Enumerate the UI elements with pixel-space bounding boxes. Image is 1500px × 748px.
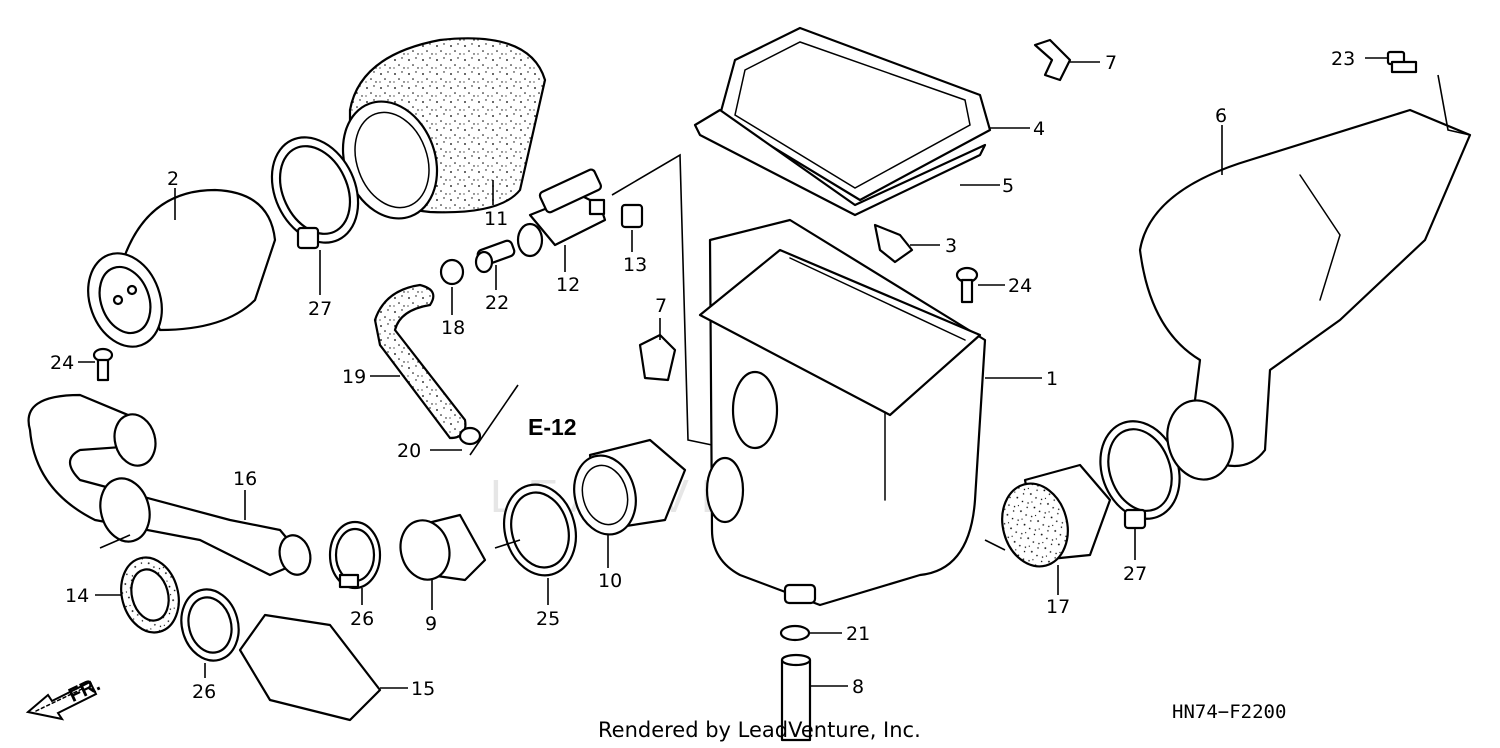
part-15-cover[interactable] <box>238 613 382 722</box>
part-7-clip-top[interactable] <box>1033 38 1072 82</box>
callout-labels: 1 2 3 4 5 6 7 7 8 9 10 11 12 13 14 15 16… <box>50 48 1355 703</box>
part-27-clamp-right[interactable] <box>1087 410 1193 530</box>
part-13-block[interactable] <box>620 203 644 229</box>
callout-24-right[interactable]: 24 <box>1008 275 1032 297</box>
part-25-band[interactable] <box>494 477 585 584</box>
part-23-bolt[interactable] <box>1386 50 1418 74</box>
diagram-code: HN74−F2200 <box>1172 701 1286 723</box>
part-14-joint[interactable] <box>113 551 187 639</box>
part-20-clip[interactable] <box>458 426 482 446</box>
callout-21[interactable]: 21 <box>846 623 870 645</box>
part-26-clamp-lower[interactable] <box>174 583 247 667</box>
callout-26-lower[interactable]: 26 <box>192 681 216 703</box>
part-9-joint[interactable] <box>394 513 487 585</box>
part-7-clip-mid[interactable] <box>638 333 677 382</box>
callout-24-left[interactable]: 24 <box>50 352 74 374</box>
part-10-joint[interactable] <box>566 438 687 541</box>
callout-12[interactable]: 12 <box>556 274 580 296</box>
callout-14[interactable]: 14 <box>65 585 89 607</box>
part-6-intake-duct[interactable] <box>1138 108 1472 468</box>
callout-1[interactable]: 1 <box>1046 368 1058 390</box>
duct-outlet-ring <box>1166 399 1234 481</box>
reference-label[interactable]: E-12 <box>528 414 577 440</box>
part-12-breather-valve[interactable] <box>516 168 607 258</box>
callout-7-mid[interactable]: 7 <box>655 295 667 317</box>
front-direction-arrow: FR. <box>25 673 104 721</box>
callout-19[interactable]: 19 <box>342 366 366 388</box>
callout-11[interactable]: 11 <box>484 208 508 230</box>
callout-8[interactable]: 8 <box>852 676 864 698</box>
callout-27-left[interactable]: 27 <box>308 298 332 320</box>
callout-5[interactable]: 5 <box>1002 175 1014 197</box>
callout-18[interactable]: 18 <box>441 317 465 339</box>
callout-6[interactable]: 6 <box>1215 105 1227 127</box>
callout-22[interactable]: 22 <box>485 292 509 314</box>
callout-15[interactable]: 15 <box>411 678 435 700</box>
callout-9[interactable]: 9 <box>425 613 437 635</box>
callout-10[interactable]: 10 <box>598 570 622 592</box>
callout-25[interactable]: 25 <box>536 608 560 630</box>
part-2-filter-cage[interactable] <box>76 188 277 357</box>
part-24-clip-left[interactable] <box>92 347 114 382</box>
part-26-clamp-mid[interactable] <box>328 520 382 590</box>
leader-lines <box>78 57 1471 689</box>
callout-13[interactable]: 13 <box>623 254 647 276</box>
part-16-tube[interactable] <box>27 393 315 578</box>
part-4-cover[interactable] <box>718 26 992 202</box>
callout-17[interactable]: 17 <box>1046 596 1070 618</box>
part-5-gasket[interactable] <box>693 108 987 217</box>
callout-2[interactable]: 2 <box>167 168 179 190</box>
callout-3[interactable]: 3 <box>945 235 957 257</box>
part-27-clamp-left[interactable] <box>256 123 375 257</box>
part-3-bracket[interactable] <box>873 223 914 264</box>
credit-text: Rendered by LeadVenture, Inc. <box>598 718 921 742</box>
callout-7-top[interactable]: 7 <box>1105 52 1117 74</box>
part-21-clip[interactable] <box>779 624 811 642</box>
part-22-fitting[interactable] <box>474 239 516 274</box>
part-17-joint[interactable] <box>993 463 1112 574</box>
callout-23[interactable]: 23 <box>1331 48 1355 70</box>
part-1-air-cleaner-case[interactable] <box>698 218 987 607</box>
callout-26-mid[interactable]: 26 <box>350 608 374 630</box>
part-24-clip-right[interactable] <box>955 266 979 304</box>
callout-27-right[interactable]: 27 <box>1123 563 1147 585</box>
part-11-foam-filter[interactable] <box>327 37 547 231</box>
part-18-clip[interactable] <box>439 258 465 286</box>
callout-4[interactable]: 4 <box>1033 118 1045 140</box>
part-8-tube[interactable] <box>780 653 812 742</box>
callout-20[interactable]: 20 <box>397 440 421 462</box>
callout-16[interactable]: 16 <box>233 468 257 490</box>
